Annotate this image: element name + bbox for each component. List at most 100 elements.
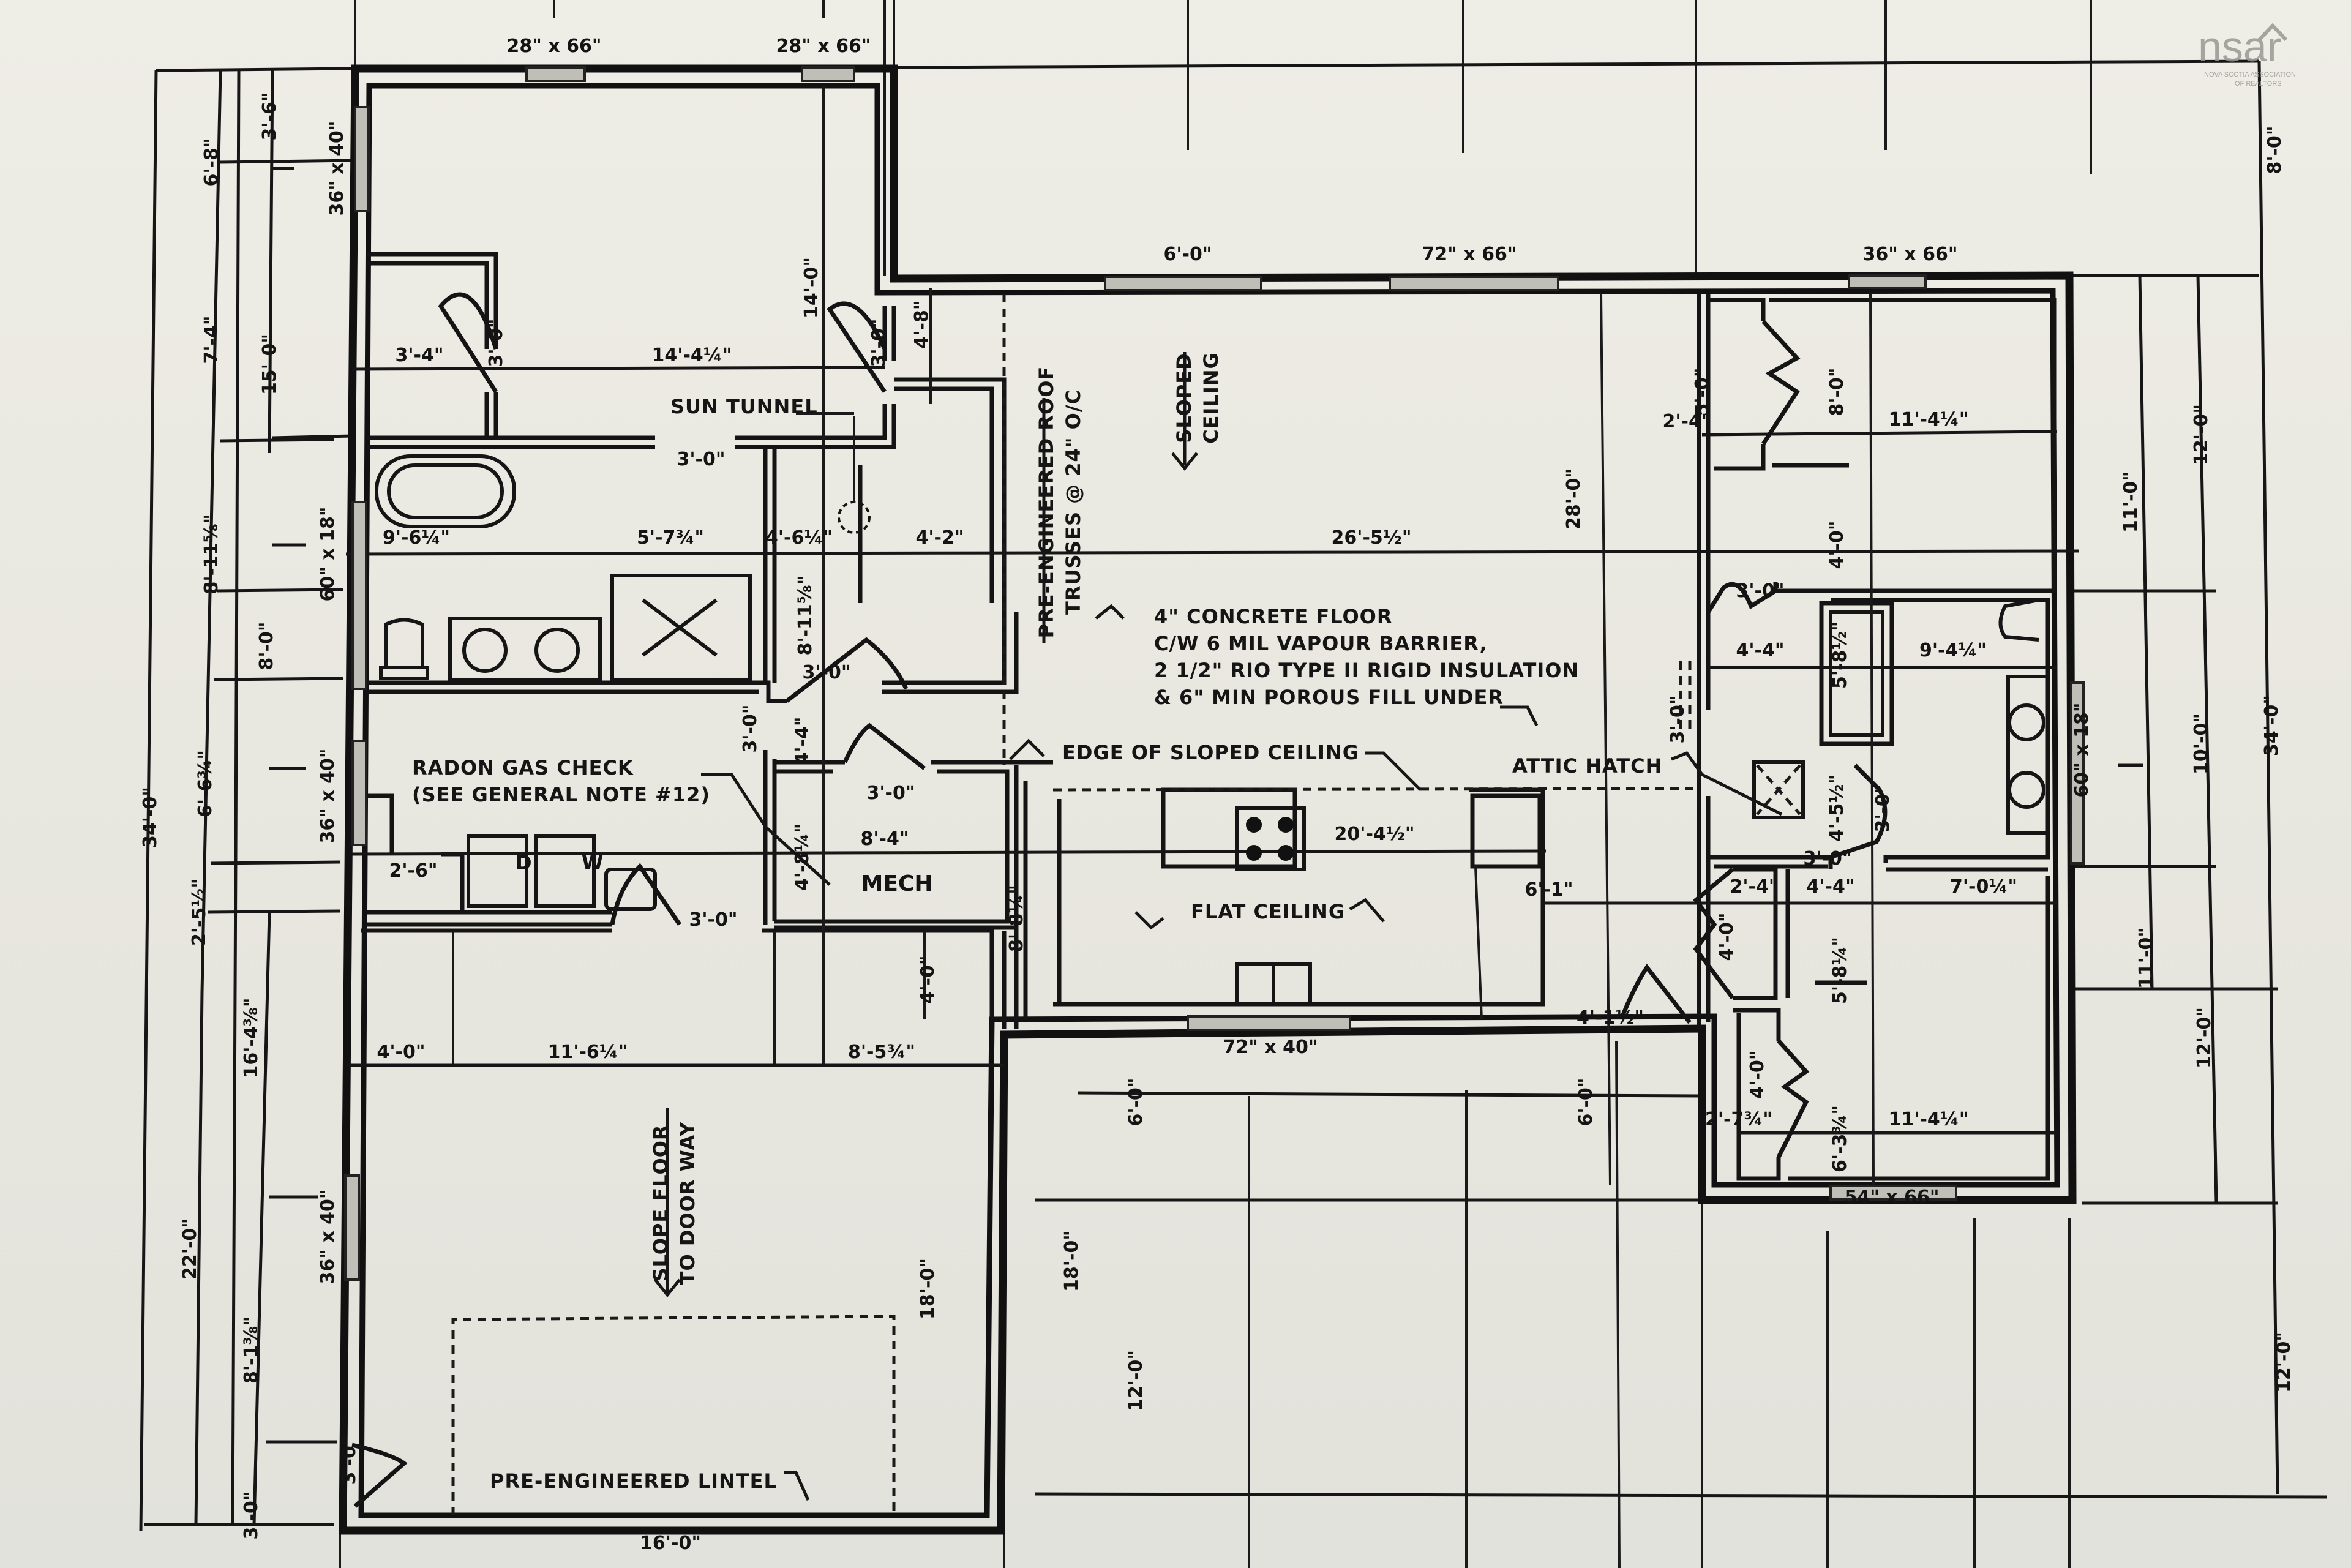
dimension-label: 4'-0": [1716, 912, 1738, 961]
dimension-label: 34'-0": [2261, 695, 2282, 756]
dimension-label: 8'-0": [2264, 126, 2285, 174]
washer-label: W: [582, 851, 603, 874]
window-size-label: 72" x 66": [1422, 244, 1517, 265]
dimension-label: 4'-6¼": [765, 527, 833, 549]
dimension-label: 11'-0": [2135, 928, 2157, 989]
window-size-label: 36" x 40": [326, 121, 348, 216]
dimension-label: 18'-0": [1061, 1231, 1082, 1292]
dimension-label: 11'-4¼": [1889, 1109, 1969, 1130]
room-labels: MECH: [861, 871, 933, 896]
dimension-label: 2'-5½": [189, 879, 210, 946]
dimension-label: 9'-4¼": [1919, 640, 1987, 661]
dimension-label: 8'-8¼": [1006, 885, 1027, 952]
dimension-label: 3'-4": [395, 345, 443, 366]
dimension-label: 15'-0": [259, 334, 280, 395]
dimension-label: 2'-4": [1662, 411, 1711, 432]
left-dimension-strings: [139, 67, 356, 1531]
dimension-label: 14'-4¼": [652, 345, 732, 366]
dimension-label: 4'-4": [1806, 876, 1854, 898]
window-size-label: 54" x 66": [1845, 1187, 1940, 1208]
dimension-label: 16'-4⅜": [241, 998, 262, 1078]
exterior-walls: [339, 64, 2077, 1535]
nsar-watermark-logo: nsar NOVA SCOTIA ASSOCIATION OF REALTORS: [2198, 23, 2296, 88]
dimension-label: 3'-0": [1872, 784, 1894, 832]
dimension-label: 3'-0": [677, 449, 725, 470]
dimension-label: 3'-0": [689, 909, 737, 931]
dashed-lines: [451, 294, 1700, 1515]
window-size-label: 60" x 18": [317, 507, 339, 602]
window-size-label: 6'-0": [1163, 244, 1212, 265]
dimension-label: 5'-8½": [1829, 621, 1851, 689]
dimension-label: 3'-0": [1736, 580, 1784, 602]
dimension-label: 12'-0": [2273, 1332, 2295, 1393]
dimension-label: 2'-6": [389, 860, 437, 882]
dimension-label: 18'-0": [917, 1258, 939, 1319]
window-size-label: 60" x 18": [2071, 703, 2093, 798]
annotation-notes: SUN TUNNEL RADON GAS CHECK(SEE GENERAL NO…: [412, 352, 1662, 1493]
right-dimension-strings: [2069, 61, 2279, 1495]
window-size-label: 72" x 40": [1223, 1037, 1318, 1058]
dimension-label: 11'-4¼": [1889, 409, 1969, 430]
annotation-note: PRE-ENGINEERED LINTEL: [490, 1469, 777, 1493]
dimension-label: 3'-0": [866, 782, 915, 804]
watermark-line2: OF REALTORS: [2235, 80, 2282, 88]
dimension-label: 12'-0": [1125, 1350, 1147, 1411]
dimension-label: 4'-1½": [1577, 1007, 1644, 1029]
window-size-label: 36" x 40": [317, 1190, 339, 1285]
dimension-label: 4'-0": [1826, 520, 1848, 569]
dimension-label: 5'-7¾": [637, 527, 704, 549]
dimension-label: 28'-0": [1563, 468, 1584, 530]
dryer-label: D: [516, 851, 532, 874]
dimension-label: 7'-4": [201, 315, 222, 364]
dimension-label: 11'-0": [2120, 471, 2142, 533]
dimension-label: 9'-6¼": [383, 527, 450, 549]
annotation-note: ATTIC HATCH: [1512, 754, 1662, 778]
leader-lines: [654, 352, 1783, 1501]
dimension-label: 3'-0": [740, 704, 761, 752]
dimension-label: 4'-0": [377, 1041, 425, 1063]
dimension-label: 8'-0": [256, 621, 277, 670]
window-size-label: 36" x 66": [1863, 244, 1958, 265]
annotation-note: FLAT CEILING: [1191, 900, 1345, 923]
dimension-label: 8'-11⅝": [201, 514, 222, 595]
dimension-label: 6'-6¾": [195, 750, 216, 817]
dimension-label: 3'-0": [1667, 695, 1689, 743]
annotation-note: SUN TUNNEL: [670, 395, 818, 418]
dimension-label: 26'-5½": [1332, 527, 1412, 549]
dimension-label: 34'-0": [140, 787, 161, 848]
dimension-label: 12'-0": [2191, 404, 2212, 465]
dimension-label: 5'-8¼": [1829, 937, 1851, 1004]
dimension-label: 4'-4": [1736, 640, 1784, 661]
dimension-label: 12'-0": [2194, 1007, 2215, 1068]
dimension-label: 8'-11⅝": [795, 576, 816, 656]
annotation-note: RADON GAS CHECK(SEE GENERAL NOTE #12): [412, 756, 710, 806]
dimension-label: 2'-4": [1730, 876, 1778, 898]
dimension-label: 4'-4": [792, 716, 813, 765]
dimension-labels: 34'-0"6'-8"3'-6"7'-4"15'-0"8'-11⅝"8'-0"6…: [140, 92, 2295, 1554]
window-size-labels: 28" x 66" 28" x 66" 36" x 40" 60" x 18" 36" …: [317, 36, 2093, 1285]
dimension-label: 3'-0": [486, 318, 507, 367]
dimension-label: 4'-5½": [1826, 775, 1848, 842]
dimension-label: 8'-1⅜": [241, 1316, 262, 1384]
dimension-label: 3'-6": [259, 92, 280, 140]
dimension-label: 3'-0": [868, 318, 890, 367]
interior-dimension-lines: [345, 86, 2079, 1568]
dimension-label: 8'-4": [860, 828, 909, 850]
dimension-label: 16'-0": [640, 1532, 701, 1554]
dimension-label: 3'-0": [1803, 848, 1851, 869]
window-size-label: 28" x 66": [507, 36, 602, 57]
dimension-label: 10'-0": [2191, 713, 2212, 775]
house-roof-icon: [2257, 23, 2288, 42]
dimension-label: 6'-3¾": [1829, 1105, 1851, 1172]
window-size-label: 28" x 66": [776, 36, 871, 57]
window-size-label: 36" x 40": [317, 749, 339, 844]
dimension-label: 6'-1": [1524, 879, 1573, 901]
dimension-label: 7'-0¼": [1950, 876, 2017, 898]
door-swings: [351, 292, 1888, 1508]
dimension-label: 4'-8": [911, 300, 932, 348]
fixtures: D W: [375, 412, 2050, 1006]
